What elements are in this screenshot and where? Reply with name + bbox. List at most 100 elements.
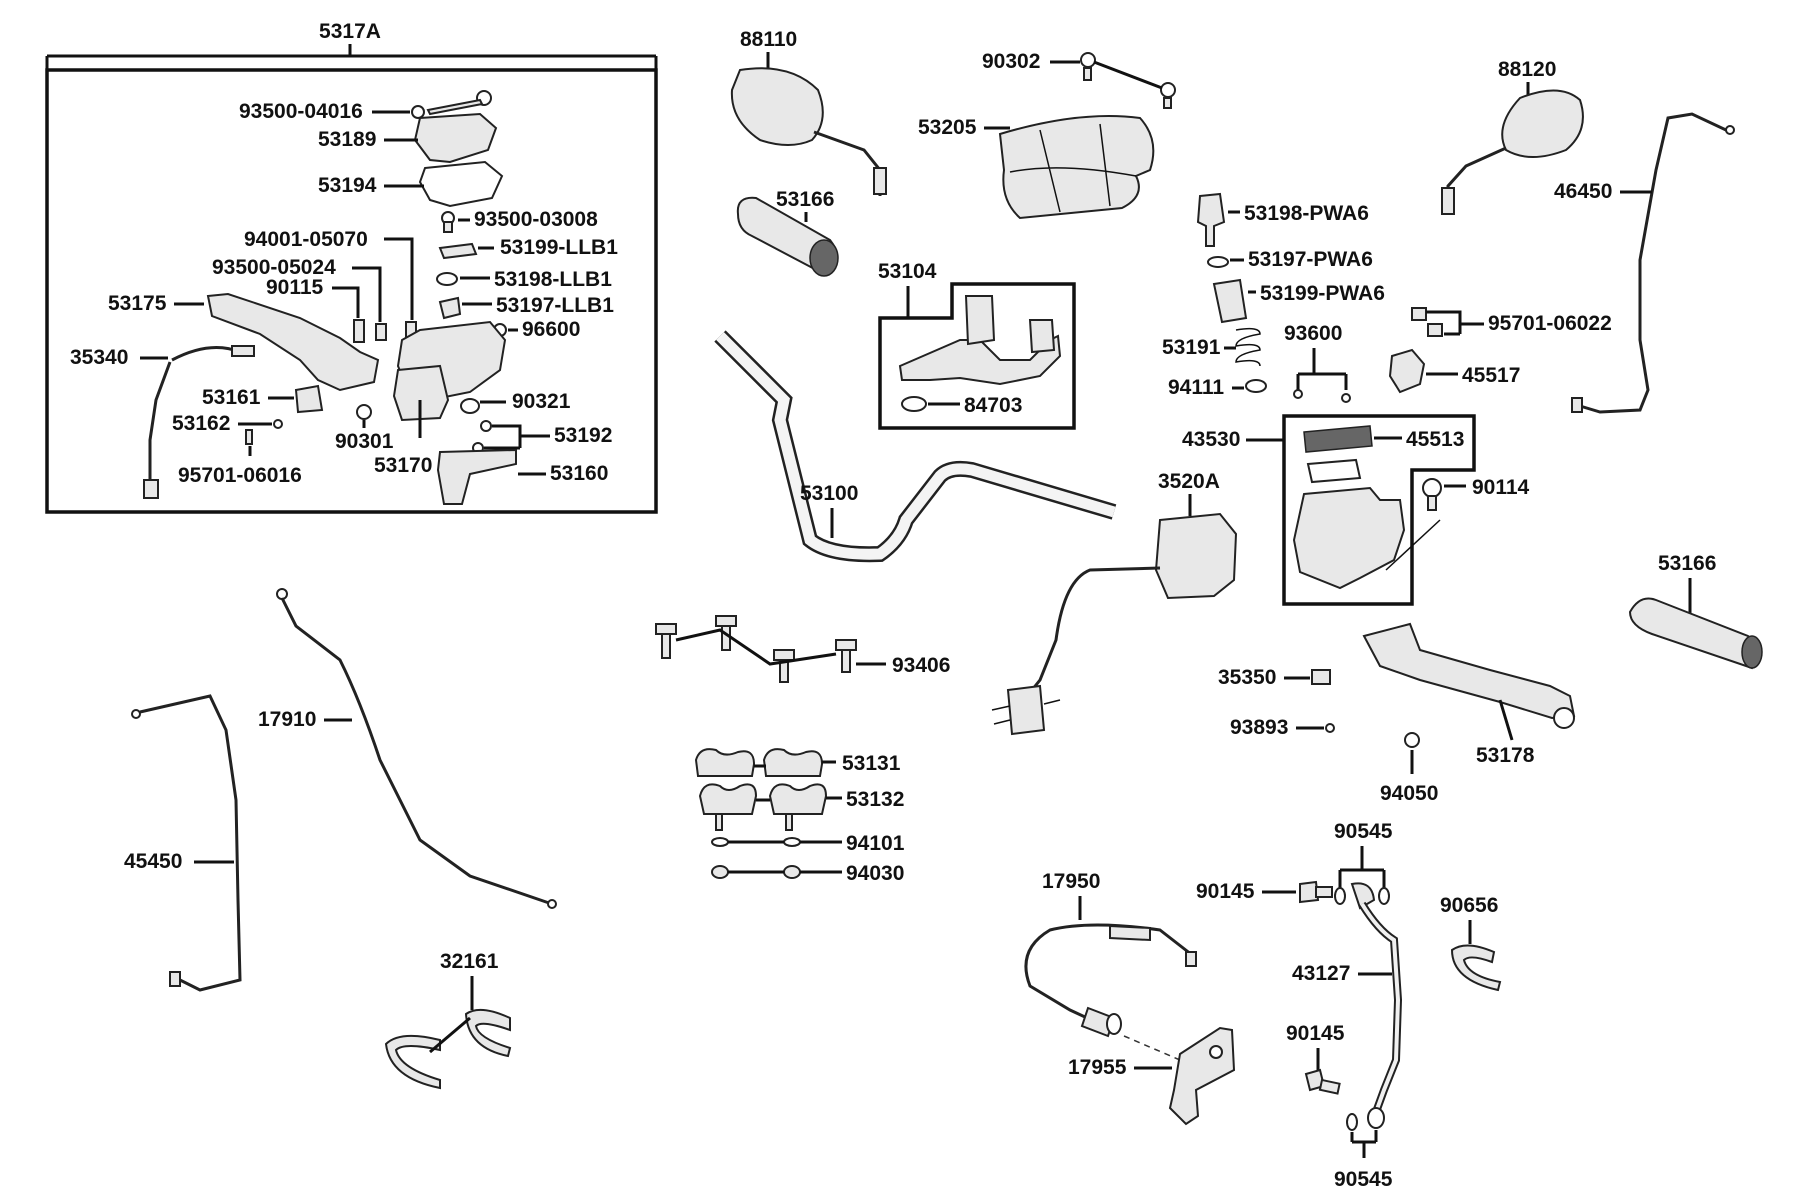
label-53192: 53192 [554, 424, 612, 447]
switch-housing-icon [1212, 278, 1248, 324]
copper-washer-icon [1346, 1113, 1358, 1131]
wire-icon [991, 699, 1061, 725]
mirror-left: 88110 [730, 28, 887, 196]
bolt-icon [1427, 495, 1437, 511]
banjo-fitting-icon [1367, 1107, 1385, 1129]
leader [756, 796, 842, 802]
leader [429, 1016, 471, 1054]
copper-washer-icon [1334, 887, 1346, 905]
bracket-45517: 45517 [1388, 348, 1520, 394]
screw-icon [1160, 82, 1176, 98]
brake-hose-icon [1358, 901, 1403, 1114]
label-90545-bottom: 90545 [1334, 1168, 1393, 1191]
label-53161: 53161 [202, 386, 261, 409]
mirror-stem-icon [1446, 146, 1507, 214]
label-88110: 88110 [740, 28, 797, 51]
label-94050: 94050 [1380, 782, 1438, 805]
screw-icon [245, 429, 253, 445]
label-17910: 17910 [258, 708, 316, 731]
assembly-53104: 53104 84703 [878, 260, 1076, 430]
switch-wire-icon [1022, 566, 1161, 701]
label-93406: 93406 [892, 654, 950, 677]
cable-fitting-icon [1106, 1013, 1122, 1035]
label-90302: 90302 [982, 50, 1040, 73]
bolt-icon [661, 633, 671, 659]
label-53191: 53191 [1162, 336, 1221, 359]
stud-icon [785, 813, 793, 831]
cable-45450: 45450 [124, 694, 242, 992]
cable-end-icon [169, 971, 181, 987]
label-45450: 45450 [124, 850, 182, 873]
o-ring-icon [1207, 256, 1229, 268]
label-43127: 43127 [1292, 962, 1350, 985]
label-46450: 46450 [1554, 180, 1612, 203]
label-53198-PWA6: 53198-PWA6 [1244, 202, 1369, 225]
switch-connector-icon [143, 479, 159, 499]
banjo-bolt-icon [1299, 880, 1320, 904]
brake-lever-icon [1362, 622, 1576, 720]
brake-lever-icon [206, 292, 380, 392]
label-93600: 93600 [1284, 322, 1342, 345]
label-17950: 17950 [1042, 870, 1100, 893]
bolts-95701-06022: 95701-06022 [1411, 307, 1612, 337]
label-93500-04016: 93500-04016 [239, 100, 363, 123]
grip-icon [1628, 597, 1759, 670]
leader [1338, 846, 1386, 890]
label-43530: 43530 [1182, 428, 1240, 451]
cable-46450: 46450 [1554, 112, 1735, 414]
label-53166-left: 53166 [776, 188, 834, 211]
cable-clip-icon [384, 1034, 441, 1090]
screw-icon [273, 419, 283, 429]
diaphragm-icon [418, 160, 504, 208]
assembly-box [878, 282, 1076, 430]
small-parts-right: 35350 93893 94050 [1218, 666, 1438, 805]
label-90545-top: 90545 [1334, 820, 1393, 843]
label-93500-03008: 93500-03008 [474, 208, 598, 231]
label-53132: 53132 [846, 788, 904, 811]
screw-icon [441, 211, 455, 233]
label-90115: 90115 [266, 276, 324, 299]
hose-clip-icon [1450, 944, 1502, 992]
bolt-icon [779, 659, 789, 683]
cable-icon [1579, 112, 1727, 414]
bolt-icon [1411, 307, 1427, 321]
switch-3520A: 3520A [991, 470, 1238, 736]
label-53131: 53131 [842, 752, 901, 775]
bracket-hole-icon [1209, 1045, 1223, 1059]
cable-clip-icon [464, 1008, 512, 1058]
switch-clamp-icon [1388, 348, 1426, 394]
switch-cable-icon [148, 361, 172, 480]
circlip-icon [1245, 379, 1267, 393]
mirror-icon [1501, 89, 1584, 158]
label-53198-LLB1: 53198-LLB1 [494, 268, 612, 291]
riser-cap-icon [762, 748, 824, 777]
master-cylinder-icon [1292, 486, 1406, 590]
label-45513: 45513 [1406, 428, 1464, 451]
label-53189: 53189 [318, 128, 376, 151]
nut-icon [356, 404, 372, 420]
label-95701-06022: 95701-06022 [1488, 312, 1612, 335]
cable-end-icon [1571, 397, 1583, 413]
screw-icon [1163, 97, 1172, 109]
bracket-17955: 17955 [1068, 1026, 1236, 1126]
grip-right: 53166 [1628, 552, 1763, 670]
label-94101: 94101 [846, 832, 905, 855]
cable-fitting-icon [1080, 1006, 1116, 1038]
clip-90656: 90656 [1440, 894, 1502, 992]
nut-icon [783, 865, 801, 879]
label-53178: 53178 [1476, 744, 1535, 767]
bolt-icon [841, 649, 851, 673]
leader [1093, 60, 1163, 90]
label-88120: 88120 [1498, 58, 1556, 81]
label-45517: 45517 [1462, 364, 1520, 387]
master-cylinder-clamp-icon [392, 364, 450, 422]
label-53197-LLB1: 53197-LLB1 [496, 294, 614, 317]
label-53175: 53175 [108, 292, 167, 315]
cable-bracket-icon [1168, 1026, 1236, 1126]
bolt-icon [353, 319, 417, 343]
leader [1350, 1130, 1378, 1158]
label-53166-right: 53166 [1658, 552, 1716, 575]
leader [1296, 348, 1348, 390]
switch-bracket-icon [436, 448, 517, 505]
